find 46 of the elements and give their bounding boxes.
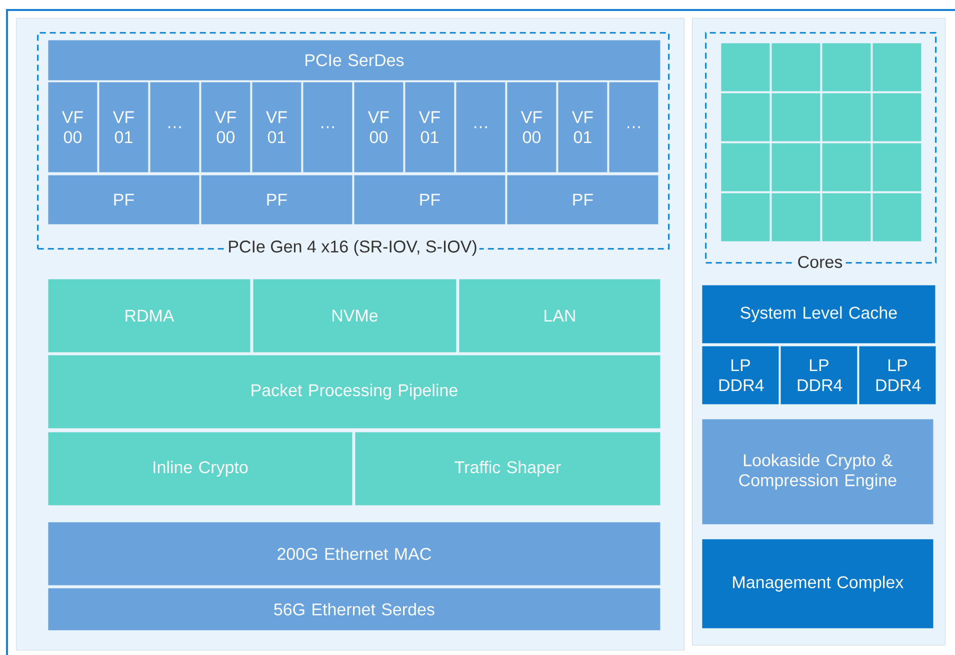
core-square xyxy=(822,43,871,92)
function-block: VF 01 xyxy=(252,82,302,172)
function-block: LAN xyxy=(459,279,660,352)
function-block: 200G Ethernet MAC xyxy=(48,522,660,586)
function-block: Packet Processing Pipeline xyxy=(48,355,660,428)
core-square xyxy=(721,43,770,92)
function-block: System Level Cache xyxy=(702,285,936,344)
core-square xyxy=(822,93,871,142)
core-square xyxy=(872,43,922,92)
core-square xyxy=(872,143,922,192)
function-block: VF 01 xyxy=(99,82,148,172)
function-block: 56G Ethernet Serdes xyxy=(48,588,660,630)
function-block: VF 00 xyxy=(48,82,98,172)
function-block: … xyxy=(456,82,506,172)
function-block: LP DDR4 xyxy=(702,346,779,404)
core-square xyxy=(721,143,770,192)
core-square xyxy=(822,193,871,242)
function-block: … xyxy=(303,82,352,172)
function-block: NVMe xyxy=(253,279,456,352)
function-block: VF 01 xyxy=(558,82,608,172)
core-square xyxy=(872,93,922,142)
core-square xyxy=(822,143,871,192)
function-block: … xyxy=(609,82,658,172)
function-block: Lookaside Crypto & Compression Engine xyxy=(702,419,934,524)
function-block: VF 00 xyxy=(354,82,404,172)
function-block: Inline Crypto xyxy=(48,432,352,506)
function-block: LP DDR4 xyxy=(859,346,936,404)
function-block: Management Complex xyxy=(702,539,934,628)
core-square xyxy=(772,193,820,242)
core-square xyxy=(872,193,922,242)
core-square xyxy=(721,193,770,242)
function-block: Traffic Shaper xyxy=(355,432,660,506)
function-block: PF xyxy=(201,175,352,224)
function-block: VF 00 xyxy=(201,82,250,172)
core-square xyxy=(772,93,820,142)
function-block: VF 00 xyxy=(507,82,556,172)
function-block: RDMA xyxy=(48,279,250,352)
function-block: PF xyxy=(507,175,658,224)
function-block: PF xyxy=(48,175,200,224)
core-square xyxy=(721,93,770,142)
function-block: LP DDR4 xyxy=(780,346,858,404)
function-block: … xyxy=(150,82,200,172)
function-block: VF 01 xyxy=(405,82,454,172)
core-square xyxy=(772,143,820,192)
core-square xyxy=(772,43,820,92)
function-block: PF xyxy=(354,175,506,224)
